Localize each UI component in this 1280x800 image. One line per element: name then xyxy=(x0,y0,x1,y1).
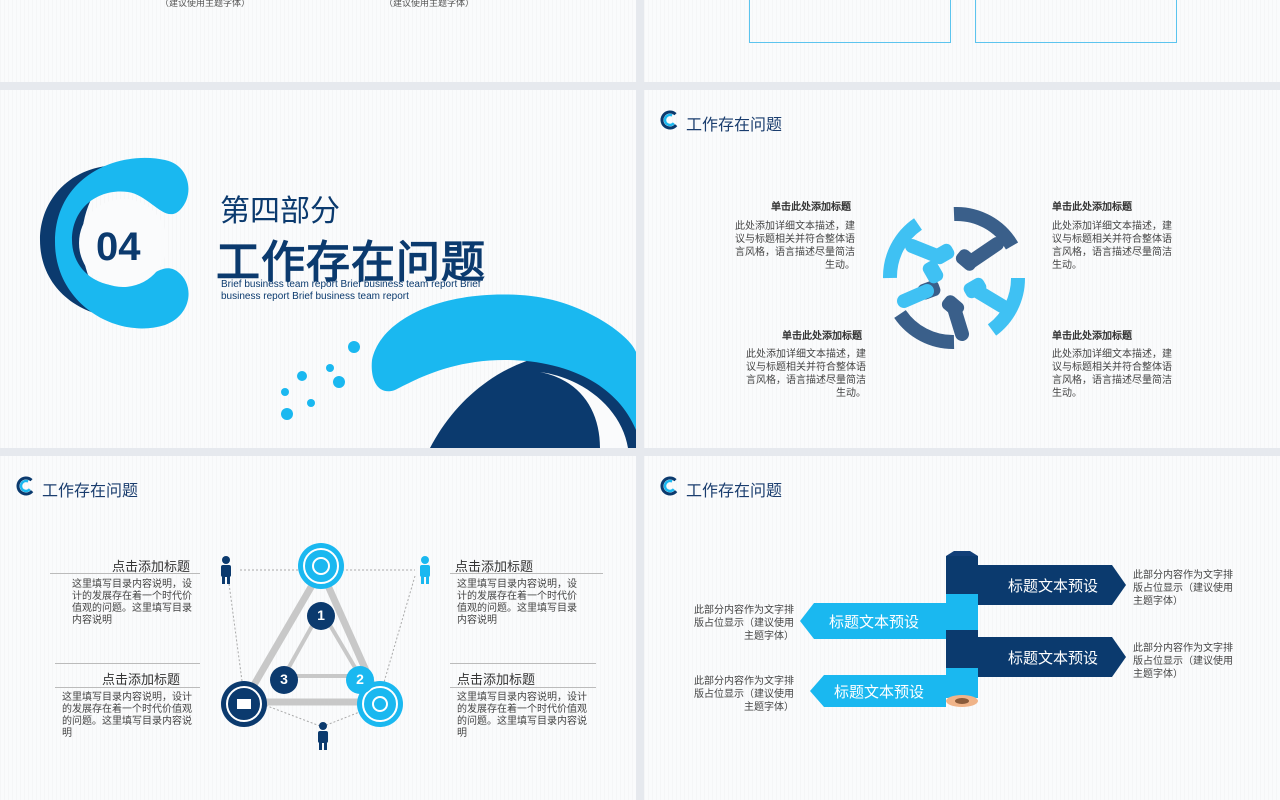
pencil-arrows-diagram xyxy=(800,551,1126,707)
slide-header: 工作存在问题 xyxy=(42,483,139,500)
note-left-2: 此部分内容作为文字排版占位显示（建议使用主题字体） xyxy=(694,676,794,713)
number-badge-3: 3 xyxy=(280,671,288,687)
outline-box-right xyxy=(975,0,1177,43)
slide-top-left[interactable]: （建议使用主题字体） （建议使用主题字体） xyxy=(0,0,636,82)
block-body: 这里填写目录内容说明，设计的发展存在着一个时代价值观的问题。这里填写目录内容说明 xyxy=(457,692,587,739)
section-subtitle-2: business report Brief business team repo… xyxy=(221,291,409,302)
block-title: 点击添加标题 xyxy=(112,559,191,574)
triangle-diagram xyxy=(221,543,430,750)
section-number: 04 xyxy=(96,225,141,269)
dot xyxy=(297,371,307,381)
slide-header: 工作存在问题 xyxy=(686,483,783,500)
note-right-2: 此部分内容作为文字排版占位显示（建议使用主题字体） xyxy=(1133,643,1233,680)
person-icon xyxy=(420,556,430,584)
block-title: 单击此处添加标题 xyxy=(1052,202,1132,213)
divider xyxy=(50,573,200,574)
slide-header: 工作存在问题 xyxy=(686,117,783,134)
number-badge-2: 2 xyxy=(356,671,364,687)
block-title: 点击添加标题 xyxy=(102,672,181,687)
caption-2: （建议使用主题字体） xyxy=(384,0,475,8)
wave-cut xyxy=(540,372,628,448)
c-logo-icon xyxy=(16,476,36,496)
dot xyxy=(281,388,289,396)
block-body: 此处添加详细文本描述，建议与标题相关并符合整体语言风格，语言描述尽量简洁生动。 xyxy=(1052,349,1172,399)
block-body: 此处添加详细文本描述，建议与标题相关并符合整体语言风格，语言描述尽量简洁生动。 xyxy=(746,349,866,399)
block-body: 此处添加详细文本描述，建议与标题相关并符合整体语言风格，语言描述尽量简洁生动。 xyxy=(735,221,855,271)
outline-box-left xyxy=(749,0,951,43)
dot xyxy=(307,399,315,407)
caption-1: （建议使用主题字体） xyxy=(160,0,251,8)
arrow-label: 标题文本预设 xyxy=(1007,577,1098,595)
slide-section-04[interactable]: 04 第四部分 工作存在问题 Brief business team repor… xyxy=(0,90,636,448)
arrow-label: 标题文本预设 xyxy=(1007,649,1098,667)
slide-arrows[interactable]: 工作存在问题 标题文本预设 标题文本预设 标题文本预设 标题文本预设 此部分内容… xyxy=(644,456,1280,800)
block-body: 这里填写目录内容说明，设计的发展存在着一个时代价值观的问题。这里填写目录内容说明 xyxy=(72,579,192,626)
inner-white-circle xyxy=(79,199,167,287)
arrow-label: 标题文本预设 xyxy=(833,683,924,701)
block-title: 点击添加标题 xyxy=(455,559,534,574)
divider xyxy=(55,663,200,664)
block-title: 单击此处添加标题 xyxy=(782,331,862,342)
wave-cyan xyxy=(371,294,636,430)
dot xyxy=(333,376,345,388)
slide-top-right[interactable] xyxy=(644,0,1280,82)
number-badge-1: 1 xyxy=(317,607,325,623)
divider xyxy=(55,687,200,688)
dot xyxy=(348,341,360,353)
divider xyxy=(450,663,596,664)
cyan-c-shape xyxy=(55,157,189,329)
block-title: 点击添加标题 xyxy=(457,672,536,687)
block-title: 单击此处添加标题 xyxy=(771,202,851,213)
arrow-label: 标题文本预设 xyxy=(828,613,919,631)
note-right-1: 此部分内容作为文字排版占位显示（建议使用主题字体） xyxy=(1133,570,1233,607)
block-body: 这里填写目录内容说明，设计的发展存在着一个时代价值观的问题。这里填写目录内容说明 xyxy=(457,579,577,626)
slide-triangle[interactable]: 工作存在问题 点击添加标题 这里填写目录内容说明，设计的发展存在着一个时代价值观… xyxy=(0,456,636,800)
section-part: 第四部分 xyxy=(220,195,340,228)
section-graphic xyxy=(40,157,636,448)
note-left-1: 此部分内容作为文字排版占位显示（建议使用主题字体） xyxy=(694,605,794,642)
c-logo-icon xyxy=(660,476,680,496)
person-icon xyxy=(221,556,231,584)
divider xyxy=(450,573,603,574)
block-body: 此处添加详细文本描述，建议与标题相关并符合整体语言风格，语言描述尽量简洁生动。 xyxy=(1052,221,1172,271)
hands-circle-icon xyxy=(882,206,1026,350)
block-title: 单击此处添加标题 xyxy=(1052,331,1132,342)
dot xyxy=(326,364,334,372)
block-body: 这里填写目录内容说明，设计的发展存在着一个时代价值观的问题。这里填写目录内容说明 xyxy=(62,692,192,739)
c-logo-icon xyxy=(660,110,680,130)
divider xyxy=(450,687,596,688)
person-icon xyxy=(318,722,328,750)
slide-hands[interactable]: 工作存在问题 单击此处添加标题 此处添加详细文本描述，建议与标题相关并符合整体语… xyxy=(644,90,1280,448)
dot xyxy=(281,408,293,420)
section-title: 工作存在问题 xyxy=(216,238,486,287)
section-subtitle-1: Brief business team report Brief busines… xyxy=(221,279,481,290)
